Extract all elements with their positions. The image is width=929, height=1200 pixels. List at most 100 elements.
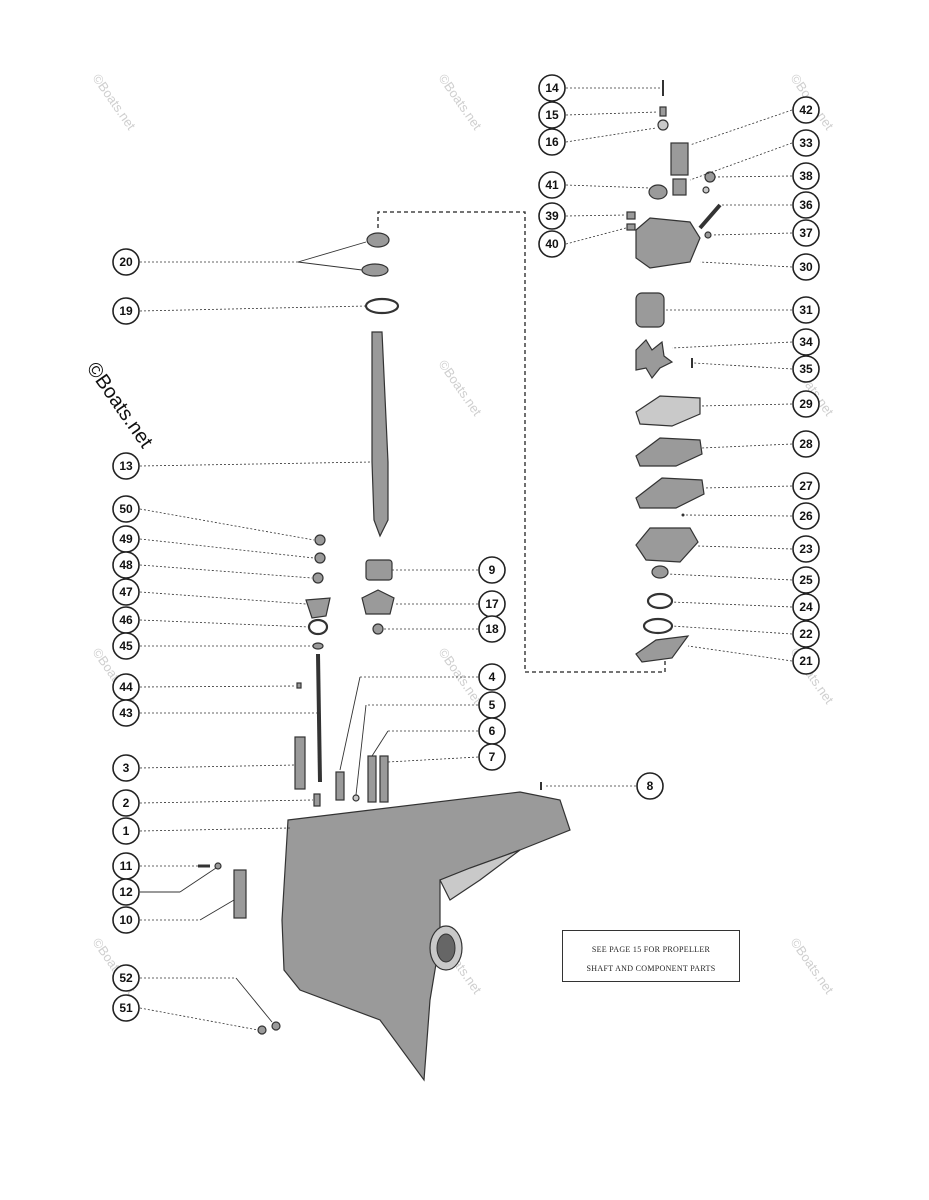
callout-42: 42 [792, 96, 820, 124]
svg-text:20: 20 [119, 255, 133, 269]
svg-text:33: 33 [799, 136, 813, 150]
callout-26: 26 [792, 502, 820, 530]
pin-44 [296, 682, 302, 689]
ring-46 [307, 618, 329, 636]
seal-41 [648, 184, 668, 200]
svg-text:17: 17 [485, 597, 499, 611]
tube-7 [379, 755, 389, 803]
callout-1: 1 [112, 817, 140, 845]
housing-fin [439, 849, 521, 901]
gasket-27 [635, 477, 705, 509]
gear-47 [305, 597, 331, 619]
callout-49: 49 [112, 525, 140, 553]
bearing-9 [365, 559, 393, 581]
callout-13: 13 [112, 452, 140, 480]
leader-lines [139, 87, 793, 1031]
water-tube-3 [294, 736, 306, 790]
callout-24: 24 [792, 593, 820, 621]
callout-22: 22 [792, 620, 820, 648]
callout-9: 9 [478, 556, 506, 584]
svg-text:42: 42 [799, 103, 813, 117]
callout-6: 6 [478, 717, 506, 745]
svg-text:19: 19 [119, 304, 133, 318]
ring-5 [352, 794, 360, 802]
svg-text:44: 44 [119, 680, 133, 694]
washer-51 [257, 1025, 267, 1035]
callout-48: 48 [112, 551, 140, 579]
washer-37 [704, 231, 712, 239]
callout-2: 2 [112, 789, 140, 817]
callout-33: 33 [792, 129, 820, 157]
watermark: ©Boats.net [788, 935, 838, 997]
svg-text:41: 41 [545, 178, 559, 192]
plate-28 [635, 437, 703, 467]
callout-19: 19 [112, 297, 140, 325]
svg-text:1: 1 [123, 824, 130, 838]
svg-text:26: 26 [799, 509, 813, 523]
callout-29: 29 [792, 390, 820, 418]
callout-20: 20 [112, 248, 140, 276]
watermark-dark: ©Boats.net [82, 358, 157, 452]
svg-text:35: 35 [799, 362, 813, 376]
gear-housing-1 [281, 791, 571, 1082]
callout-14: 14 [538, 74, 566, 102]
insert-31 [635, 292, 665, 328]
svg-text:14: 14 [545, 81, 559, 95]
svg-text:38: 38 [799, 169, 813, 183]
washer-40 [626, 223, 636, 231]
svg-text:37: 37 [799, 226, 813, 240]
screw-36 [698, 203, 722, 230]
svg-text:46: 46 [119, 613, 133, 627]
gasket-29 [635, 395, 701, 427]
seal-25 [651, 565, 669, 579]
base-23 [635, 527, 699, 563]
svg-text:40: 40 [545, 237, 559, 251]
svg-text:18: 18 [485, 622, 499, 636]
sleeve-33 [672, 178, 687, 196]
svg-text:24: 24 [799, 600, 813, 614]
callout-41: 41 [538, 171, 566, 199]
callout-30: 30 [792, 253, 820, 281]
svg-text:21: 21 [799, 654, 813, 668]
callout-4: 4 [478, 663, 506, 691]
callout-18: 18 [478, 615, 506, 643]
tube-6 [367, 755, 377, 803]
washer [702, 186, 710, 194]
svg-text:27: 27 [799, 479, 813, 493]
note-line-1: SEE PAGE 15 FOR PROPELLER [591, 945, 711, 954]
note-line-2: SHAFT AND COMPONENT PARTS [586, 964, 716, 973]
callout-11: 11 [112, 852, 140, 880]
callout-45: 45 [112, 632, 140, 660]
svg-text:12: 12 [119, 885, 133, 899]
ring-19 [364, 297, 400, 315]
svg-text:39: 39 [545, 209, 559, 223]
impeller-34 [635, 339, 674, 380]
svg-text:4: 4 [489, 670, 496, 684]
svg-text:22: 22 [799, 627, 813, 641]
svg-text:48: 48 [119, 558, 133, 572]
callout-23: 23 [792, 535, 820, 563]
svg-text:8: 8 [647, 779, 654, 793]
assembly-bracket [377, 211, 666, 673]
svg-text:49: 49 [119, 532, 133, 546]
anode-10 [233, 869, 247, 919]
callout-7: 7 [478, 743, 506, 771]
svg-text:13: 13 [119, 459, 133, 473]
callout-38: 38 [792, 162, 820, 190]
callout-40: 40 [538, 230, 566, 258]
parts [198, 80, 722, 1082]
svg-text:52: 52 [119, 971, 133, 985]
tube-42 [670, 142, 689, 176]
svg-text:34: 34 [799, 335, 813, 349]
svg-text:7: 7 [489, 750, 496, 764]
svg-text:45: 45 [119, 639, 133, 653]
svg-text:2: 2 [123, 796, 130, 810]
callout-46: 46 [112, 606, 140, 634]
ring-22 [642, 617, 674, 635]
svg-text:31: 31 [799, 303, 813, 317]
nut-50 [314, 534, 326, 546]
pump-housing-30 [635, 217, 701, 269]
bearing-race-20b [361, 263, 389, 277]
bore-inner [436, 933, 456, 963]
watermark: ©Boats.net [90, 71, 140, 133]
